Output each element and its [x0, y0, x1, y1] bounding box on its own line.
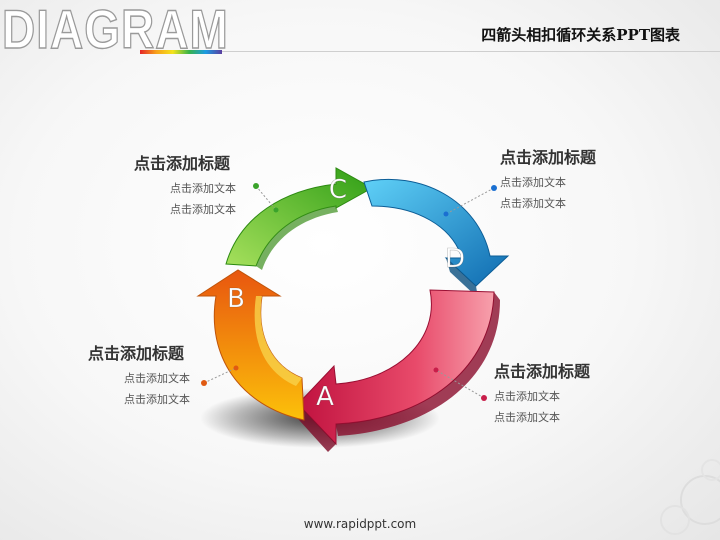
label-bottom-right-text-2[interactable]: 点击添加文本 — [494, 411, 560, 424]
arrow-a-letter: A — [316, 382, 334, 412]
connector-bottom-left — [201, 365, 239, 386]
footer-url[interactable]: www.rapidppt.com — [303, 517, 417, 531]
rainbow-accent-bar — [140, 50, 222, 54]
connector-top-left — [253, 183, 279, 213]
label-bottom-left: 点击添加标题 点击添加文本 点击添加文本 — [88, 340, 190, 410]
label-top-right-title[interactable]: 点击添加标题 — [500, 148, 597, 167]
arrow-b-letter: B — [227, 284, 245, 314]
arrow-c-letter: C — [329, 175, 347, 205]
page-title: 四箭头相扣循环关系PPT图表 — [481, 26, 680, 44]
label-top-left: 点击添加标题 点击添加文本 点击添加文本 — [134, 150, 236, 220]
arrow-d — [363, 178, 510, 298]
label-bottom-left-title[interactable]: 点击添加标题 — [88, 344, 185, 363]
label-bottom-left-text-1[interactable]: 点击添加文本 — [124, 372, 190, 385]
label-bottom-left-text-2[interactable]: 点击添加文本 — [124, 393, 190, 406]
corner-bubbles-decoration — [660, 459, 720, 535]
label-top-right-text-2[interactable]: 点击添加文本 — [500, 197, 566, 210]
arrow-d-letter: D — [445, 244, 465, 274]
label-top-left-text-1[interactable]: 点击添加文本 — [170, 182, 236, 195]
label-bottom-right: 点击添加标题 点击添加文本 点击添加文本 — [494, 358, 590, 428]
dot-top-left — [253, 183, 259, 189]
label-top-right-text-1[interactable]: 点击添加文本 — [500, 176, 566, 189]
arrow-b — [196, 269, 305, 421]
label-top-right: 点击添加标题 点击添加文本 点击添加文本 — [500, 144, 596, 214]
header-divider — [222, 51, 720, 52]
connector-bottom-right — [433, 367, 487, 401]
header-wordmark: DIAGRAM — [1, 0, 229, 60]
label-top-left-text-2[interactable]: 点击添加文本 — [170, 203, 236, 216]
label-bottom-right-title[interactable]: 点击添加标题 — [494, 362, 591, 381]
label-bottom-right-text-1[interactable]: 点击添加文本 — [494, 390, 560, 403]
arrow-c — [225, 167, 374, 270]
label-top-left-title[interactable]: 点击添加标题 — [134, 154, 231, 173]
connector-top-right — [443, 185, 497, 217]
